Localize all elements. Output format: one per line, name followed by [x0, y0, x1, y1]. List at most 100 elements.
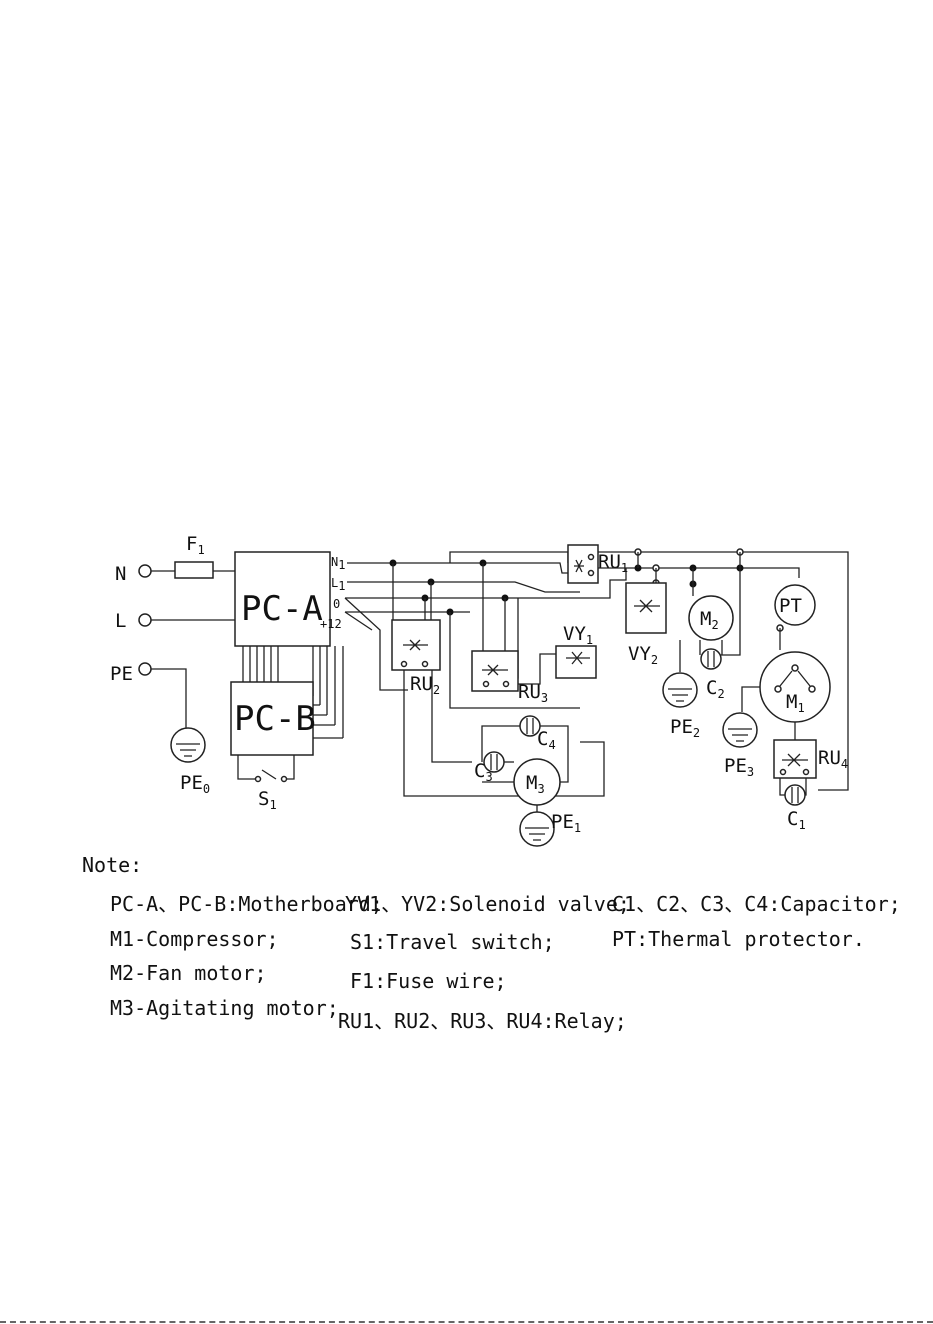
bus-0: [345, 595, 611, 599]
bus-l1: [347, 581, 580, 593]
relay-ru2: RU2: [391, 619, 605, 797]
ground-pe2-label: PE2: [670, 716, 700, 740]
valve-vy1: VY1: [555, 623, 597, 679]
ground-pe2-icon: [662, 672, 698, 708]
motor-winding: [779, 670, 811, 687]
valve-vy1-label: VY1: [563, 623, 593, 647]
right-drops: [637, 552, 741, 656]
fan-circuit: M2 C2 PE2: [662, 595, 734, 740]
relay-ru1-box: [567, 544, 599, 584]
pin-n1-label: N1: [331, 555, 345, 572]
note-col2-line: RU1、RU2、RU3、RU4:Relay;: [338, 1009, 627, 1033]
switch-contact: [280, 775, 288, 783]
relay-ru3: RU3: [471, 650, 556, 705]
fuse: [174, 561, 214, 579]
travel-switch-wires: [237, 755, 295, 780]
motor-terminal: [791, 664, 799, 672]
bus-12-return: [449, 612, 580, 709]
capacitor-c1-label: C1: [787, 808, 806, 832]
vy2-feed: [609, 568, 627, 595]
note-col2-line: F1:Fuse wire;: [350, 969, 507, 993]
note-col2-line: S1:Travel switch;: [350, 930, 555, 954]
note-heading: Note:: [82, 853, 142, 877]
m3-cap-wires: [481, 725, 569, 783]
capacitor-c3-label: C3: [474, 760, 493, 784]
terminal-l-label: L: [115, 610, 126, 632]
relay-contact: [802, 768, 810, 776]
terminal-pe: [138, 662, 152, 676]
relay-ru1: RU1: [567, 544, 628, 584]
switch-s1-label: S1: [258, 788, 277, 812]
motor-terminal: [808, 685, 816, 693]
agitator-circuit: C4 C3 M3 PE1: [474, 715, 581, 847]
relay-ru4-label: RU4: [818, 747, 848, 771]
capacitor-c3-icon: [483, 751, 505, 773]
right-bus-second: [598, 567, 800, 578]
relay-ru2-label: RU2: [410, 673, 440, 697]
valve-coil-icon: [634, 599, 660, 613]
board-side-links: [313, 704, 343, 739]
motor-m2-label: M2: [700, 608, 719, 632]
pin-0-label: 0: [333, 597, 340, 611]
relay-coil-icon: [482, 664, 508, 676]
motor-terminal: [774, 685, 782, 693]
ground-pe1-label: PE1: [551, 811, 581, 835]
relay-contact: [421, 660, 429, 668]
motor-m3-label: M3: [526, 772, 545, 796]
note-col1-line: PC-A、PC-B:Motherboard;: [110, 892, 383, 916]
pc-b-label: PC-B: [234, 699, 316, 739]
board-side-wires: [312, 646, 344, 738]
ru3-to-vy1: [518, 653, 556, 685]
pc-b-board: [230, 681, 314, 756]
thermal-protector: PT: [774, 584, 816, 650]
ru2-coil-wires: [344, 597, 408, 691]
thermal-protector-label: PT: [779, 595, 802, 617]
right-bus-top: [598, 551, 849, 791]
capacitor-c1-icon: [784, 784, 806, 806]
relay-contact: [502, 680, 510, 688]
pc-a-label: PC-A: [241, 589, 323, 629]
relay-ru3-label: RU3: [518, 681, 548, 705]
thermal-protector-icon: [774, 584, 816, 626]
pin-12-label: +12: [320, 617, 342, 631]
capacitor-c4-icon: [519, 715, 541, 737]
relay-coil-icon: [403, 639, 428, 651]
ground-pe3-label: PE3: [724, 755, 754, 779]
motor-m2-icon: [688, 595, 734, 641]
relay-ru1-label: RU1: [598, 551, 628, 575]
terminal-pe-label: PE: [110, 663, 133, 685]
relay-coil-icon: [574, 559, 584, 573]
boards: PC-A N1 L1 0 +12 PC-B S1: [230, 551, 345, 812]
pc-a-board: [234, 551, 331, 647]
terminal-n: [138, 564, 152, 578]
note-col1-line: M2-Fan motor;: [110, 961, 267, 985]
note-col3-line: C1、C2、C3、C4:Capacitor;: [612, 892, 901, 916]
relay-coil-icon: [782, 753, 808, 767]
terminal-l: [138, 613, 152, 627]
pin-l1-label: L1: [331, 576, 345, 593]
note-col3-line: PT:Thermal protector.: [612, 927, 865, 951]
motor-m1-label: M1: [786, 691, 805, 715]
note-col1-line: M1-Compressor;: [110, 927, 279, 951]
pe3-wire: [741, 686, 760, 712]
valve-vy2-label: VY2: [628, 643, 658, 667]
capacitor-c2-icon: [700, 648, 722, 670]
note-block: Note: PC-A、PC-B:Motherboard; M1-Compress…: [82, 853, 901, 1033]
fuse-label: F1: [186, 533, 205, 557]
ground-pe0-icon: [170, 727, 206, 763]
ru1-feed: [449, 551, 569, 563]
relay-ru3-box: [471, 650, 519, 692]
note-col1-line: M3-Agitating motor;: [110, 996, 339, 1020]
m2-cap-wires: [699, 640, 723, 655]
valve-coil-icon: [566, 651, 590, 665]
ground-pe0-label: PE0: [180, 772, 210, 796]
pe0-wire: [151, 668, 187, 728]
page-bottom-rule: [0, 1321, 933, 1323]
ground-pe1-icon: [519, 811, 555, 847]
capacitor-c4-label: C4: [537, 728, 556, 752]
switch-contact: [254, 775, 262, 783]
relay-contact: [587, 553, 595, 561]
valve-vy1-box: [555, 645, 597, 679]
valve-vy2: VY2: [625, 582, 667, 667]
